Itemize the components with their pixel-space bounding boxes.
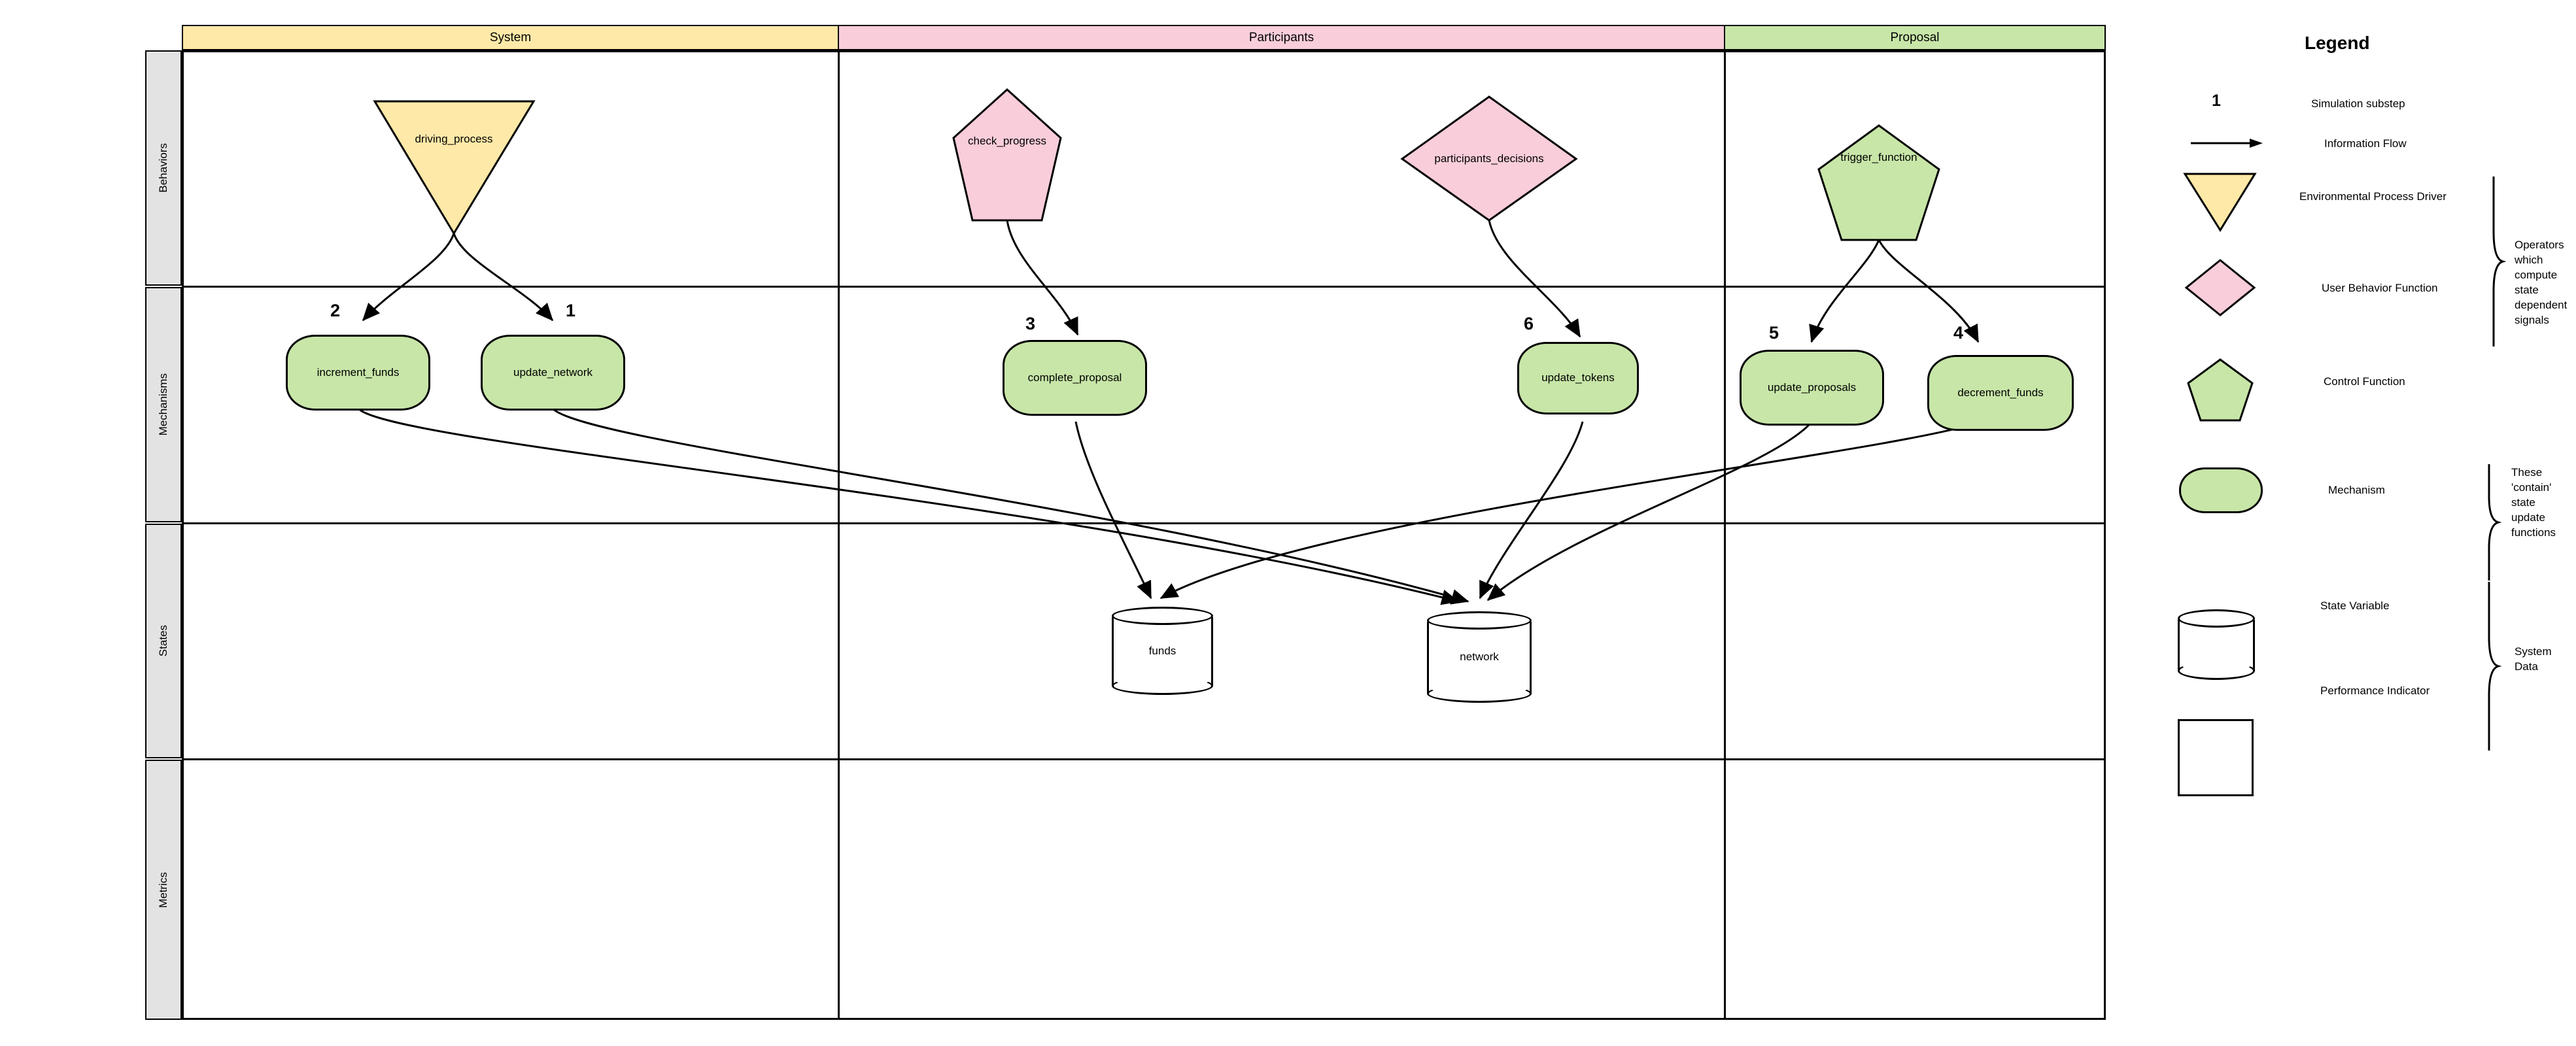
- row-label-states: States: [145, 524, 182, 758]
- funds-cylinder-body: [1112, 616, 1213, 686]
- column-header-proposal: Proposal: [1724, 25, 2106, 50]
- column-header-participants: Participants: [838, 25, 1725, 50]
- legend-note-mechanism: These 'contain' state update functions: [2511, 466, 2556, 539]
- column-divider-participants-proposal: [1724, 50, 1726, 1020]
- node-complete-proposal[interactable]: complete_proposal: [1003, 340, 1147, 416]
- funds-cylinder-top: [1112, 607, 1213, 625]
- legend-arrow-head-icon: [2250, 139, 2263, 148]
- legend-label-performance-indicator: Performance Indicator: [2320, 684, 2430, 697]
- row-divider-behaviors-mechanisms: [182, 286, 2106, 288]
- node-network-label: network: [1460, 650, 1499, 663]
- legend-diamond-icon: [2184, 259, 2256, 316]
- column-header-system: System: [182, 25, 839, 50]
- row-divider-states-metrics: [182, 758, 2106, 760]
- row-label-behaviors-text: Behaviors: [157, 143, 169, 193]
- legend-brace-operators: [2492, 177, 2507, 346]
- legend-label-mechanism: Mechanism: [2328, 484, 2385, 496]
- legend-label-environmental-process-driver: Environmental Process Driver: [2299, 190, 2447, 203]
- node-update-tokens-label: update_tokens: [1541, 371, 1615, 384]
- column-divider-system-participants: [838, 50, 840, 1020]
- step-number-update-tokens: 6: [1524, 314, 1534, 333]
- row-label-metrics: Metrics: [145, 760, 182, 1020]
- step-number-decrement-funds: 4: [1953, 323, 1964, 343]
- legend-mechanism-icon: [2179, 467, 2263, 513]
- node-increment-funds-label: increment_funds: [317, 365, 400, 379]
- row-label-metrics-text: Metrics: [157, 871, 169, 908]
- legend-label-state-variable: State Variable: [2320, 599, 2390, 612]
- legend-performance-indicator-icon: [2178, 719, 2254, 796]
- network-cylinder-body: [1427, 620, 1532, 694]
- node-funds[interactable]: funds: [1112, 607, 1213, 695]
- legend-label-control-function: Control Function: [2324, 375, 2405, 388]
- legend-note-system-data: System Data: [2515, 645, 2552, 673]
- step-number-update-network: 1: [566, 301, 576, 320]
- legend-substep-number: 1: [2212, 92, 2221, 110]
- row-label-mechanisms: Mechanisms: [145, 287, 182, 522]
- legend-cylinder-bottom: [2178, 662, 2255, 680]
- step-number-increment-funds: 2: [330, 301, 341, 320]
- node-update-proposals[interactable]: update_proposals: [1740, 350, 1884, 426]
- column-header-participants-label: Participants: [1248, 30, 1314, 44]
- node-funds-label: funds: [1148, 644, 1176, 657]
- row-label-states-text: States: [157, 625, 169, 657]
- legend-triangle-down-icon: [2183, 173, 2257, 232]
- legend-label-simulation-substep: Simulation substep: [2311, 97, 2405, 110]
- node-update-proposals-label: update_proposals: [1767, 380, 1857, 394]
- legend-brace-system-data: [2488, 582, 2502, 751]
- legend-state-variable-icon: [2178, 609, 2255, 680]
- node-complete-proposal-label: complete_proposal: [1027, 371, 1122, 384]
- legend-label-user-behavior-function: User Behavior Function: [2322, 282, 2438, 294]
- row-divider-mechanisms-states: [182, 522, 2106, 524]
- row-label-behaviors: Behaviors: [145, 50, 182, 286]
- legend-cylinder-top: [2178, 609, 2255, 628]
- node-update-tokens[interactable]: update_tokens: [1517, 342, 1639, 414]
- legend-pentagon-icon: [2187, 358, 2254, 422]
- node-update-network[interactable]: update_network: [481, 335, 625, 411]
- node-increment-funds[interactable]: increment_funds: [286, 335, 430, 411]
- legend-brace-mechanism: [2488, 464, 2502, 581]
- column-header-system-label: System: [489, 30, 532, 44]
- network-cylinder-top: [1427, 611, 1532, 630]
- step-number-update-proposals: 5: [1769, 323, 1779, 343]
- diagram-grid: [182, 50, 2106, 1020]
- node-update-network-label: update_network: [513, 365, 592, 379]
- node-decrement-funds[interactable]: decrement_funds: [1927, 355, 2074, 431]
- legend-note-operators: Operators which compute state dependent …: [2515, 239, 2567, 326]
- node-decrement-funds-label: decrement_funds: [1957, 386, 2044, 399]
- legend-title: Legend: [2305, 33, 2370, 53]
- legend-label-information-flow: Information Flow: [2324, 137, 2407, 150]
- row-label-mechanisms-text: Mechanisms: [157, 373, 169, 436]
- funds-cylinder-bottom: [1112, 677, 1213, 695]
- network-cylinder-bottom: [1427, 684, 1532, 703]
- step-number-complete-proposal: 3: [1025, 314, 1036, 333]
- column-header-proposal-label: Proposal: [1890, 30, 1940, 44]
- node-network[interactable]: network: [1427, 611, 1532, 703]
